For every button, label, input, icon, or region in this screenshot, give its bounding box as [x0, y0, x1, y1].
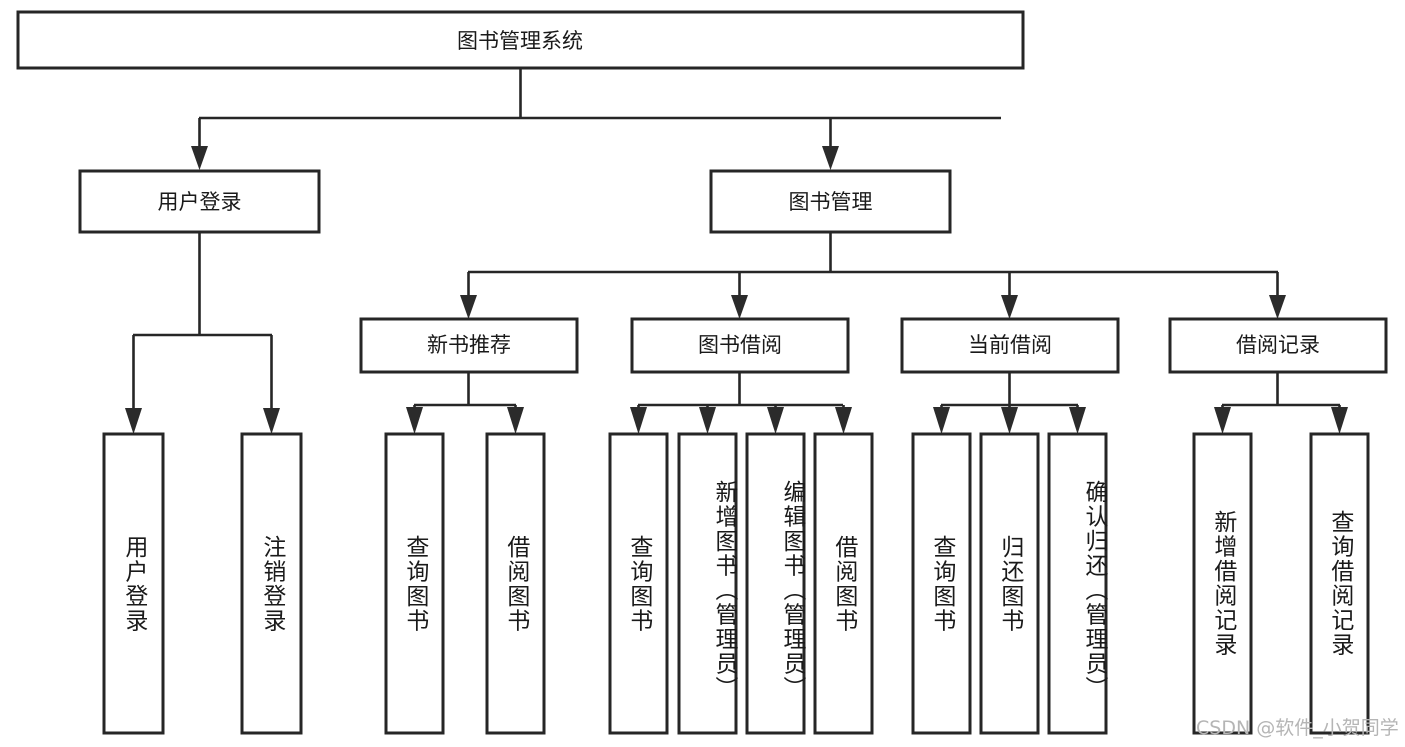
node-label-book-borrow: 图书借阅 [698, 333, 782, 357]
node-box-leaf-query-book-2[interactable] [608, 432, 669, 735]
arrow-head-leaf-borrow-book-2 [835, 407, 852, 434]
node-box-leaf-edit-book[interactable] [745, 432, 806, 735]
arrow-head-leaf-query-book-3 [933, 407, 950, 434]
node-box-leaf-user-login[interactable] [102, 432, 165, 735]
node-label-current-borrow: 当前借阅 [968, 333, 1052, 357]
arrow-head-user-login [191, 146, 208, 170]
node-box-new-book-recommend[interactable] [359, 317, 579, 374]
node-label-root: 图书管理系统 [457, 29, 583, 53]
arrow-head-leaf-query-record [1331, 407, 1348, 434]
arrow-head-leaf-return-book [1001, 407, 1018, 434]
arrow-head-leaf-edit-book [767, 407, 784, 434]
arrow-head-leaf-query-book-1 [406, 407, 423, 434]
arrow-head-book-manage [822, 146, 839, 170]
node-box-user-login[interactable] [78, 169, 321, 234]
node-box-current-borrow[interactable] [900, 317, 1120, 374]
arrow-head-leaf-confirm-return [1069, 407, 1086, 434]
arrow-head-leaf-borrow-book-1 [507, 407, 524, 434]
node-box-leaf-add-book[interactable] [677, 432, 738, 735]
node-box-leaf-query-book-1[interactable] [384, 432, 445, 735]
connector-current-borrow-to-leaves [933, 372, 1086, 434]
node-box-root[interactable] [16, 10, 1025, 70]
node-label-user-login: 用户登录 [158, 190, 242, 214]
arrow-head-borrow-record [1269, 295, 1286, 319]
arrow-head-new-book-recommend [460, 295, 477, 319]
watermark-text: CSDN @软件_小贺同学 [1196, 717, 1399, 739]
node-box-leaf-borrow-book-1[interactable] [485, 432, 546, 735]
node-box-leaf-return-book[interactable] [979, 432, 1040, 735]
arrow-head-leaf-user-login [125, 408, 142, 434]
node-box-leaf-user-logout[interactable] [240, 432, 303, 735]
node-label-book-manage: 图书管理 [789, 190, 873, 214]
connector-book-borrow-to-leaves [630, 372, 852, 434]
arrow-head-leaf-user-logout [263, 408, 280, 434]
arrow-head-leaf-add-book [699, 407, 716, 434]
arrow-head-leaf-query-book-2 [630, 407, 647, 434]
node-label-new-book-recommend: 新书推荐 [427, 333, 511, 357]
node-box-leaf-query-book-3[interactable] [911, 432, 972, 735]
arrow-head-book-borrow [731, 295, 748, 319]
connector-root-to-level2 [191, 68, 1001, 170]
connector-book-manage-to-level3 [460, 232, 1286, 319]
node-box-leaf-add-record[interactable] [1192, 432, 1253, 735]
arrow-head-leaf-add-record [1214, 407, 1231, 434]
node-label-borrow-record: 借阅记录 [1236, 333, 1320, 357]
arrow-head-current-borrow [1001, 295, 1018, 319]
node-box-leaf-query-record[interactable] [1309, 432, 1370, 735]
connector-user-login-to-leaves [125, 232, 280, 434]
connector-borrow-record-to-leaves [1214, 372, 1348, 434]
node-box-leaf-confirm-return[interactable] [1047, 432, 1108, 735]
connector-new-book-recommend-to-leaves [406, 372, 524, 434]
node-box-leaf-borrow-book-2[interactable] [813, 432, 874, 735]
